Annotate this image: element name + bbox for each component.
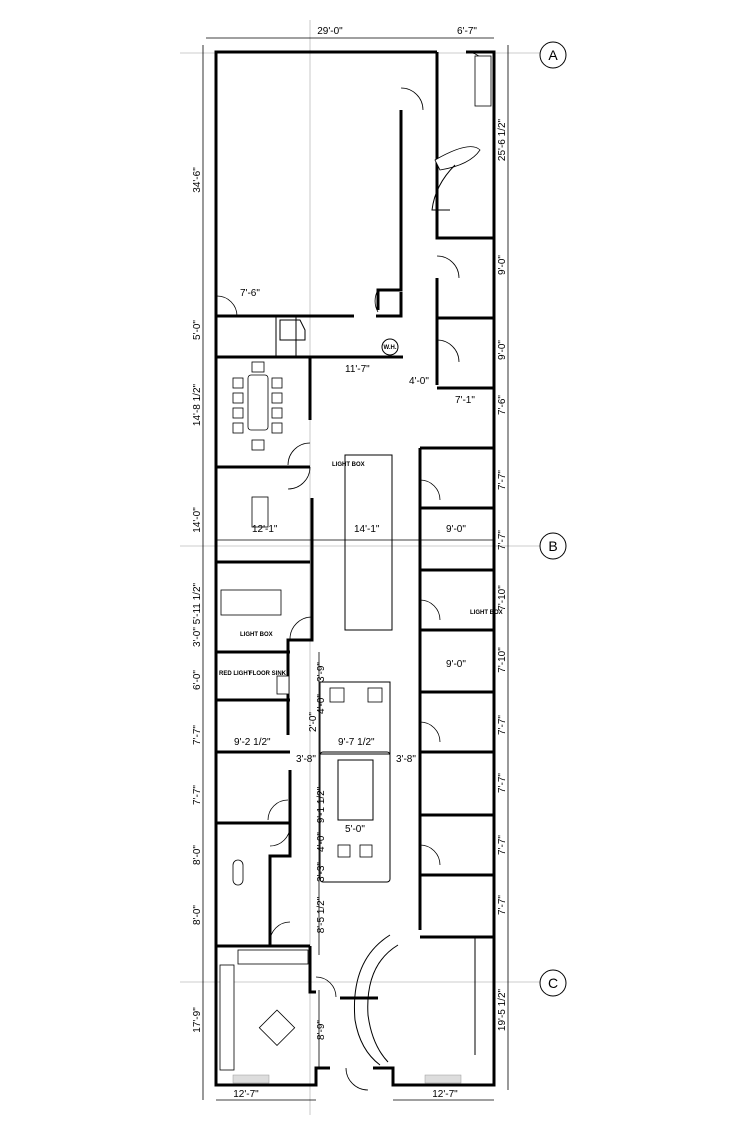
svg-text:3'-8": 3'-8": [296, 754, 316, 765]
svg-text:7'-10": 7'-10": [497, 585, 508, 611]
svg-text:W.H.: W.H.: [384, 345, 397, 351]
svg-text:4'-0": 4'-0": [409, 376, 429, 387]
svg-text:7'-6": 7'-6": [240, 288, 260, 299]
svg-text:7'-6": 7'-6": [497, 395, 508, 415]
svg-text:6'-0": 6'-0": [192, 670, 203, 690]
svg-text:9'-0": 9'-0": [497, 255, 508, 275]
svg-text:29'-0": 29'-0": [317, 26, 343, 37]
grid-bubble-c: C: [539, 969, 567, 997]
dimension-lines: [202, 37, 509, 1101]
svg-text:17'-9": 17'-9": [192, 1007, 203, 1033]
exterior-walls: [214, 50, 496, 1087]
dimension-labels: 29'-0" 6'-7" 34'-6" 5'-0" 14'-8 1/2" 14'…: [192, 26, 508, 1100]
svg-text:7'-7": 7'-7": [497, 470, 508, 490]
svg-text:25'-6 1/2": 25'-6 1/2": [497, 118, 508, 161]
doors: [216, 51, 489, 1091]
svg-text:7'-10": 7'-10": [497, 647, 508, 673]
svg-text:B: B: [548, 538, 557, 554]
interior-walls: [216, 110, 494, 1055]
svg-text:3'-0" 5'-11 1/2": 3'-0" 5'-11 1/2": [192, 583, 203, 648]
svg-text:5'-0": 5'-0": [192, 320, 203, 340]
svg-text:9'-0": 9'-0": [446, 524, 466, 535]
svg-text:7'-7": 7'-7": [497, 895, 508, 915]
conference-table: [247, 374, 269, 431]
svg-text:12'-1": 12'-1": [252, 524, 278, 535]
svg-text:11'-7": 11'-7": [345, 364, 370, 375]
svg-text:7'-1": 7'-1": [455, 395, 475, 406]
svg-text:14'-8 1/2": 14'-8 1/2": [192, 383, 203, 426]
grid-bubble-b: B: [539, 532, 567, 560]
svg-text:5'-0": 5'-0": [345, 824, 365, 835]
svg-text:4'-0": 4'-0": [316, 694, 327, 714]
svg-text:2'-0": 2'-0": [308, 712, 319, 732]
grid-bubble-a: A: [539, 41, 567, 69]
svg-text:19'-5 1/2": 19'-5 1/2": [497, 988, 508, 1031]
svg-text:A: A: [548, 47, 558, 63]
conference-chairs: [232, 361, 283, 451]
svg-text:9'-2 1/2": 9'-2 1/2": [234, 737, 271, 748]
svg-text:3'-3": 3'-3": [316, 862, 327, 882]
svg-text:3'-9": 3'-9": [316, 662, 327, 682]
svg-text:7'-7": 7'-7": [497, 773, 508, 793]
svg-text:3'-8": 3'-8": [396, 754, 416, 765]
svg-text:9'-0": 9'-0": [497, 340, 508, 360]
svg-text:7'-7": 7'-7": [497, 715, 508, 735]
svg-text:7'-7": 7'-7": [497, 530, 508, 550]
svg-text:LIGHT BOX: LIGHT BOX: [240, 632, 273, 638]
grid-lines: [180, 20, 540, 1115]
svg-text:7'-7": 7'-7": [497, 835, 508, 855]
svg-text:14'-1": 14'-1": [354, 524, 380, 535]
svg-text:LIGHT BOX: LIGHT BOX: [332, 462, 365, 468]
svg-text:7'-7": 7'-7": [192, 785, 203, 805]
svg-text:12'-7": 12'-7": [233, 1089, 259, 1100]
svg-text:FLOOR SINK: FLOOR SINK: [249, 671, 287, 677]
svg-text:9'-1 1/2": 9'-1 1/2": [316, 786, 327, 823]
svg-text:8'-5 1/2": 8'-5 1/2": [316, 896, 327, 933]
svg-text:4'-0": 4'-0": [316, 832, 327, 852]
svg-text:8'-0": 8'-0": [192, 905, 203, 925]
svg-text:8'-0": 8'-0": [192, 845, 203, 865]
svg-text:34'-6": 34'-6": [192, 167, 203, 193]
svg-text:8'-9": 8'-9": [316, 1020, 327, 1040]
svg-text:7'-7": 7'-7": [192, 725, 203, 745]
svg-text:6'-7": 6'-7": [457, 26, 477, 37]
svg-text:C: C: [548, 975, 558, 991]
svg-text:9'-7 1/2": 9'-7 1/2": [338, 737, 375, 748]
svg-text:14'-0": 14'-0": [192, 507, 203, 533]
annotations: LIGHT BOX LIGHT BOX LIGHT BOX RED LIGHT …: [219, 345, 503, 677]
furniture: [219, 55, 492, 1071]
svg-text:RED LIGHT: RED LIGHT: [219, 671, 252, 677]
svg-text:LIGHT BOX: LIGHT BOX: [470, 610, 503, 616]
svg-text:9'-0": 9'-0": [446, 659, 466, 670]
svg-text:12'-7": 12'-7": [432, 1089, 458, 1100]
